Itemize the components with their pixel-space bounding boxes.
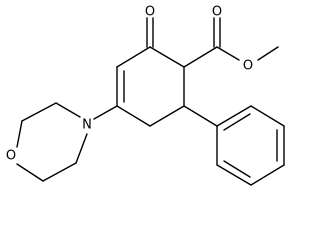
bond-c6-c1: [116, 46, 151, 68]
ester-carbonyl-oxygen-label: O: [212, 5, 222, 20]
phenyl-double-1: [223, 113, 251, 131]
bond-c1-c2: [149, 46, 185, 68]
morpholine-ring: [16, 102, 118, 182]
phenyl-ring: [183, 105, 285, 186]
morpholine-nitrogen-label: N: [82, 118, 92, 133]
morpholine-bond-6: [75, 133, 88, 164]
bond-ring-nitrogen: [93, 105, 118, 120]
morpholine-bond-1: [55, 102, 81, 118]
atom-labels: O O O N O: [6, 5, 253, 164]
morpholine-bond-2: [21, 102, 57, 122]
cyclohexenone-ring: [116, 46, 185, 127]
phenyl-bond-4: [250, 164, 285, 186]
phenyl-bond-2: [250, 105, 285, 127]
morpholine-bond-5: [42, 162, 77, 182]
bond-o-methyl: [257, 46, 279, 61]
morpholine-bond-3: [16, 120, 23, 148]
phenyl-bond-1: [216, 105, 252, 127]
bond-ester-c-o-single: [216, 46, 240, 61]
ester-ether-oxygen-label: O: [243, 59, 253, 74]
bond-c4-c5: [116, 105, 151, 127]
bond-c3-c4: [149, 105, 185, 127]
bond-ring-ester-carbon: [183, 46, 218, 68]
phenyl-bond-5: [216, 164, 252, 186]
morpholine-bond-4: [16, 163, 44, 182]
ketone-group: [146, 17, 154, 48]
morpholine-oxygen-label: O: [6, 149, 16, 164]
methyl-ester-group: [183, 17, 279, 68]
molecule-structure-diagram: O O O N O: [6, 5, 285, 186]
ketone-oxygen-label: O: [145, 5, 155, 20]
bond-ring-phenyl: [183, 105, 218, 127]
phenyl-double-3: [223, 160, 251, 178]
